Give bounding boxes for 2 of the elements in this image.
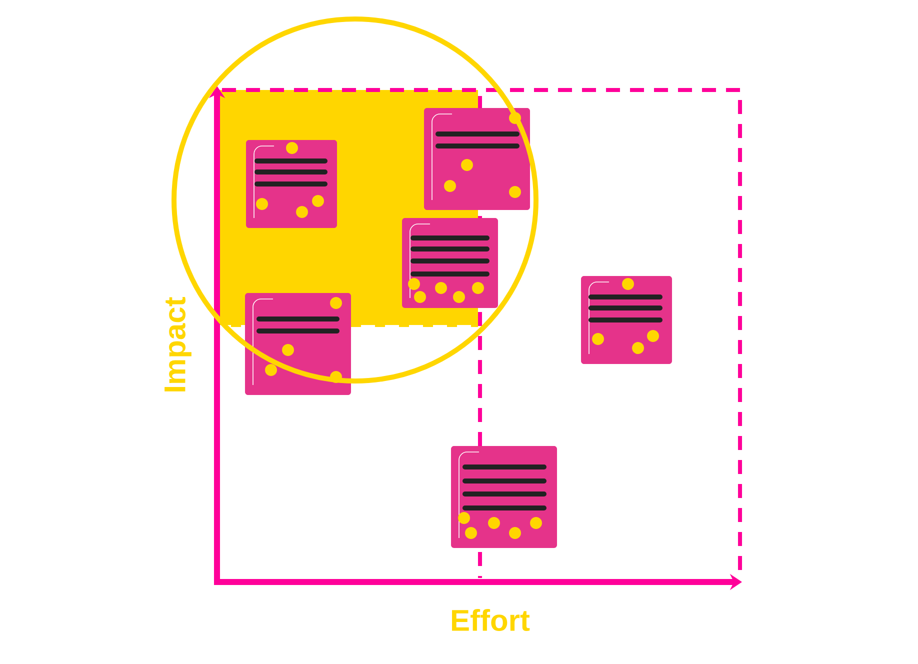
axis-label: Effort	[452, 609, 530, 632]
axis-label: Impact	[164, 297, 192, 392]
